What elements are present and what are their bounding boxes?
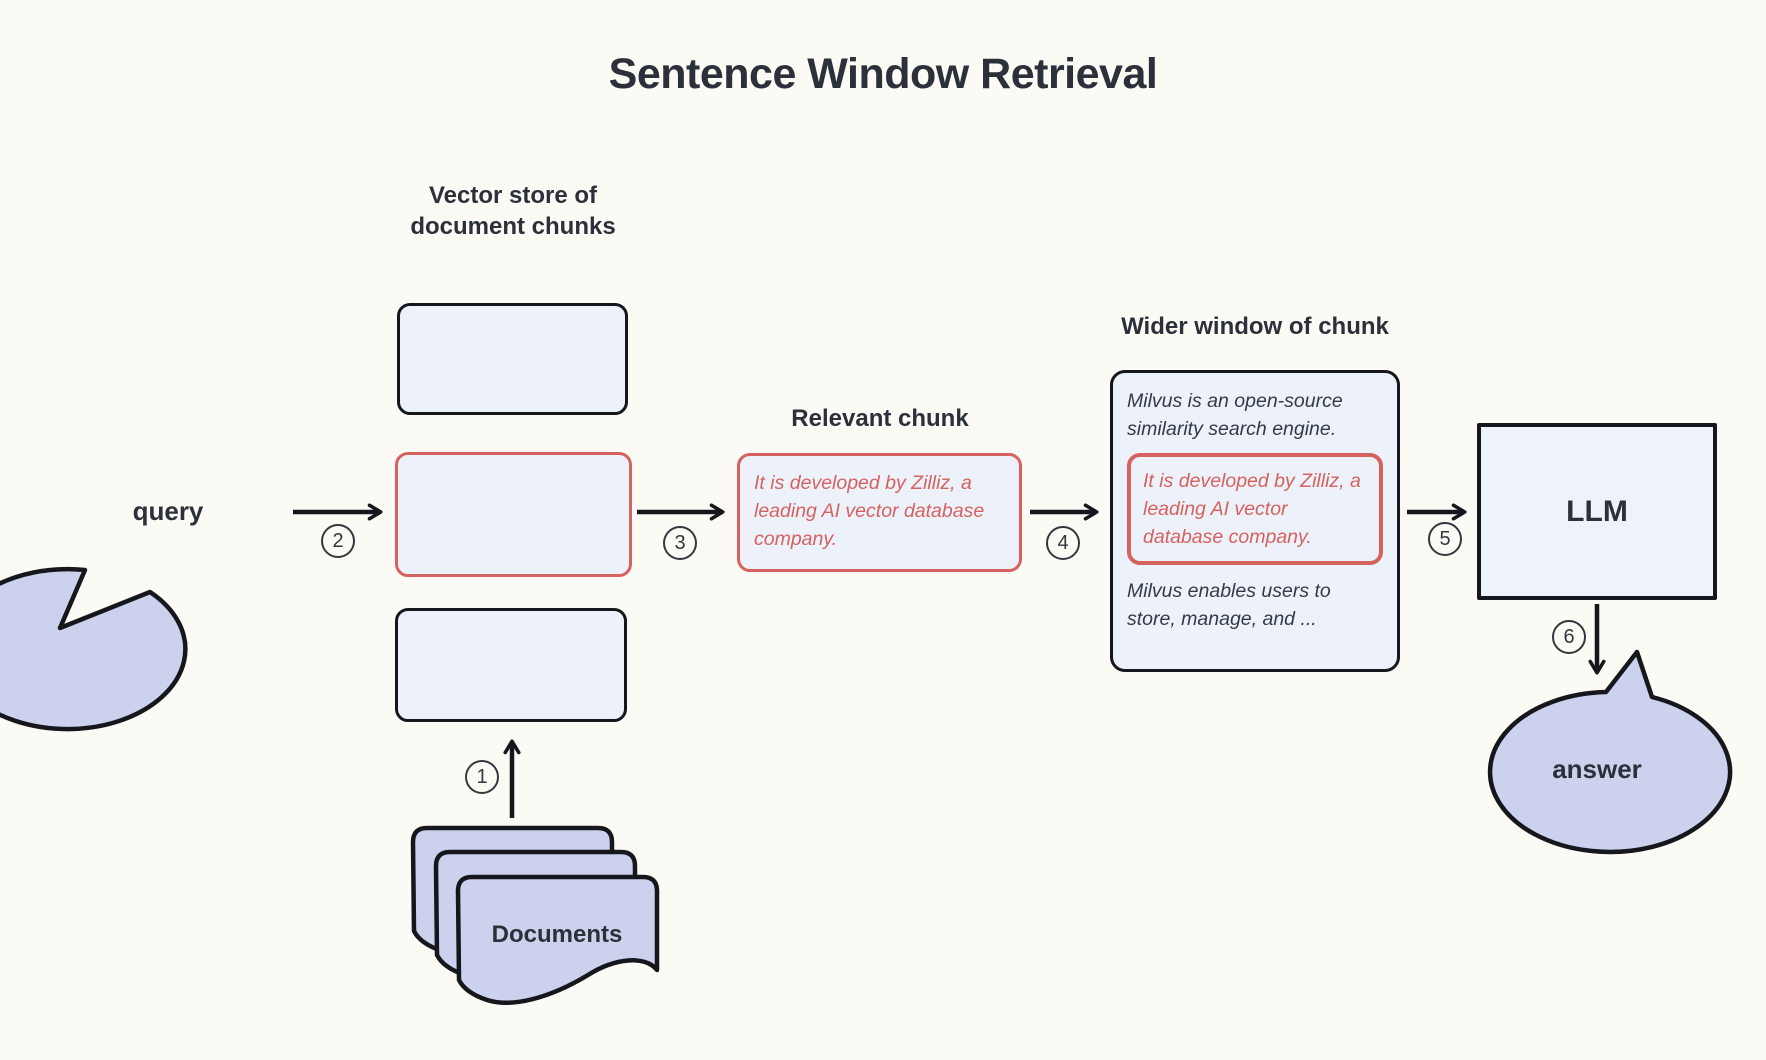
step-badge-5: 5 — [1428, 522, 1462, 556]
step-badge-2: 2 — [321, 524, 355, 558]
step-badge-4: 4 — [1046, 526, 1080, 560]
step-badge-1: 1 — [465, 760, 499, 794]
vector-store-title: Vector store of document chunks — [410, 182, 616, 240]
llm-label: LLM — [1566, 494, 1628, 528]
llm-box: LLM — [1477, 423, 1717, 600]
document-card-front — [455, 874, 660, 1005]
wider-window-text-after: Milvus enables users to store, manage, a… — [1127, 580, 1331, 630]
wider-window-box: Milvus is an open-source similarity sear… — [1110, 370, 1400, 672]
query-bubble-shape — [0, 566, 188, 732]
answer-bubble-shape — [1487, 649, 1733, 855]
relevant-chunk-text: It is developed by Zilliz, a leading AI … — [754, 472, 985, 550]
page-title: Sentence Window Retrieval — [608, 50, 1158, 98]
query-label: query — [132, 496, 204, 526]
wider-window-title: Wider window of chunk — [1121, 313, 1389, 340]
documents-label: Documents — [491, 921, 623, 948]
step-badge-6: 6 — [1552, 620, 1586, 654]
answer-label: answer — [1552, 754, 1642, 784]
relevant-chunk-title: Relevant chunk — [791, 405, 969, 432]
vector-store-chunk-bottom — [395, 608, 627, 722]
wider-window-highlighted-text: It is developed by Zilliz, a leading AI … — [1143, 470, 1361, 548]
vector-store-chunk-matched — [395, 452, 632, 577]
wider-window-text-before: Milvus is an open-source similarity sear… — [1127, 390, 1343, 440]
wider-window-highlighted-box: It is developed by Zilliz, a leading AI … — [1127, 453, 1383, 565]
vector-store-chunk-top — [397, 303, 628, 415]
step-badge-3: 3 — [663, 526, 697, 560]
relevant-chunk-box: It is developed by Zilliz, a leading AI … — [737, 453, 1022, 572]
